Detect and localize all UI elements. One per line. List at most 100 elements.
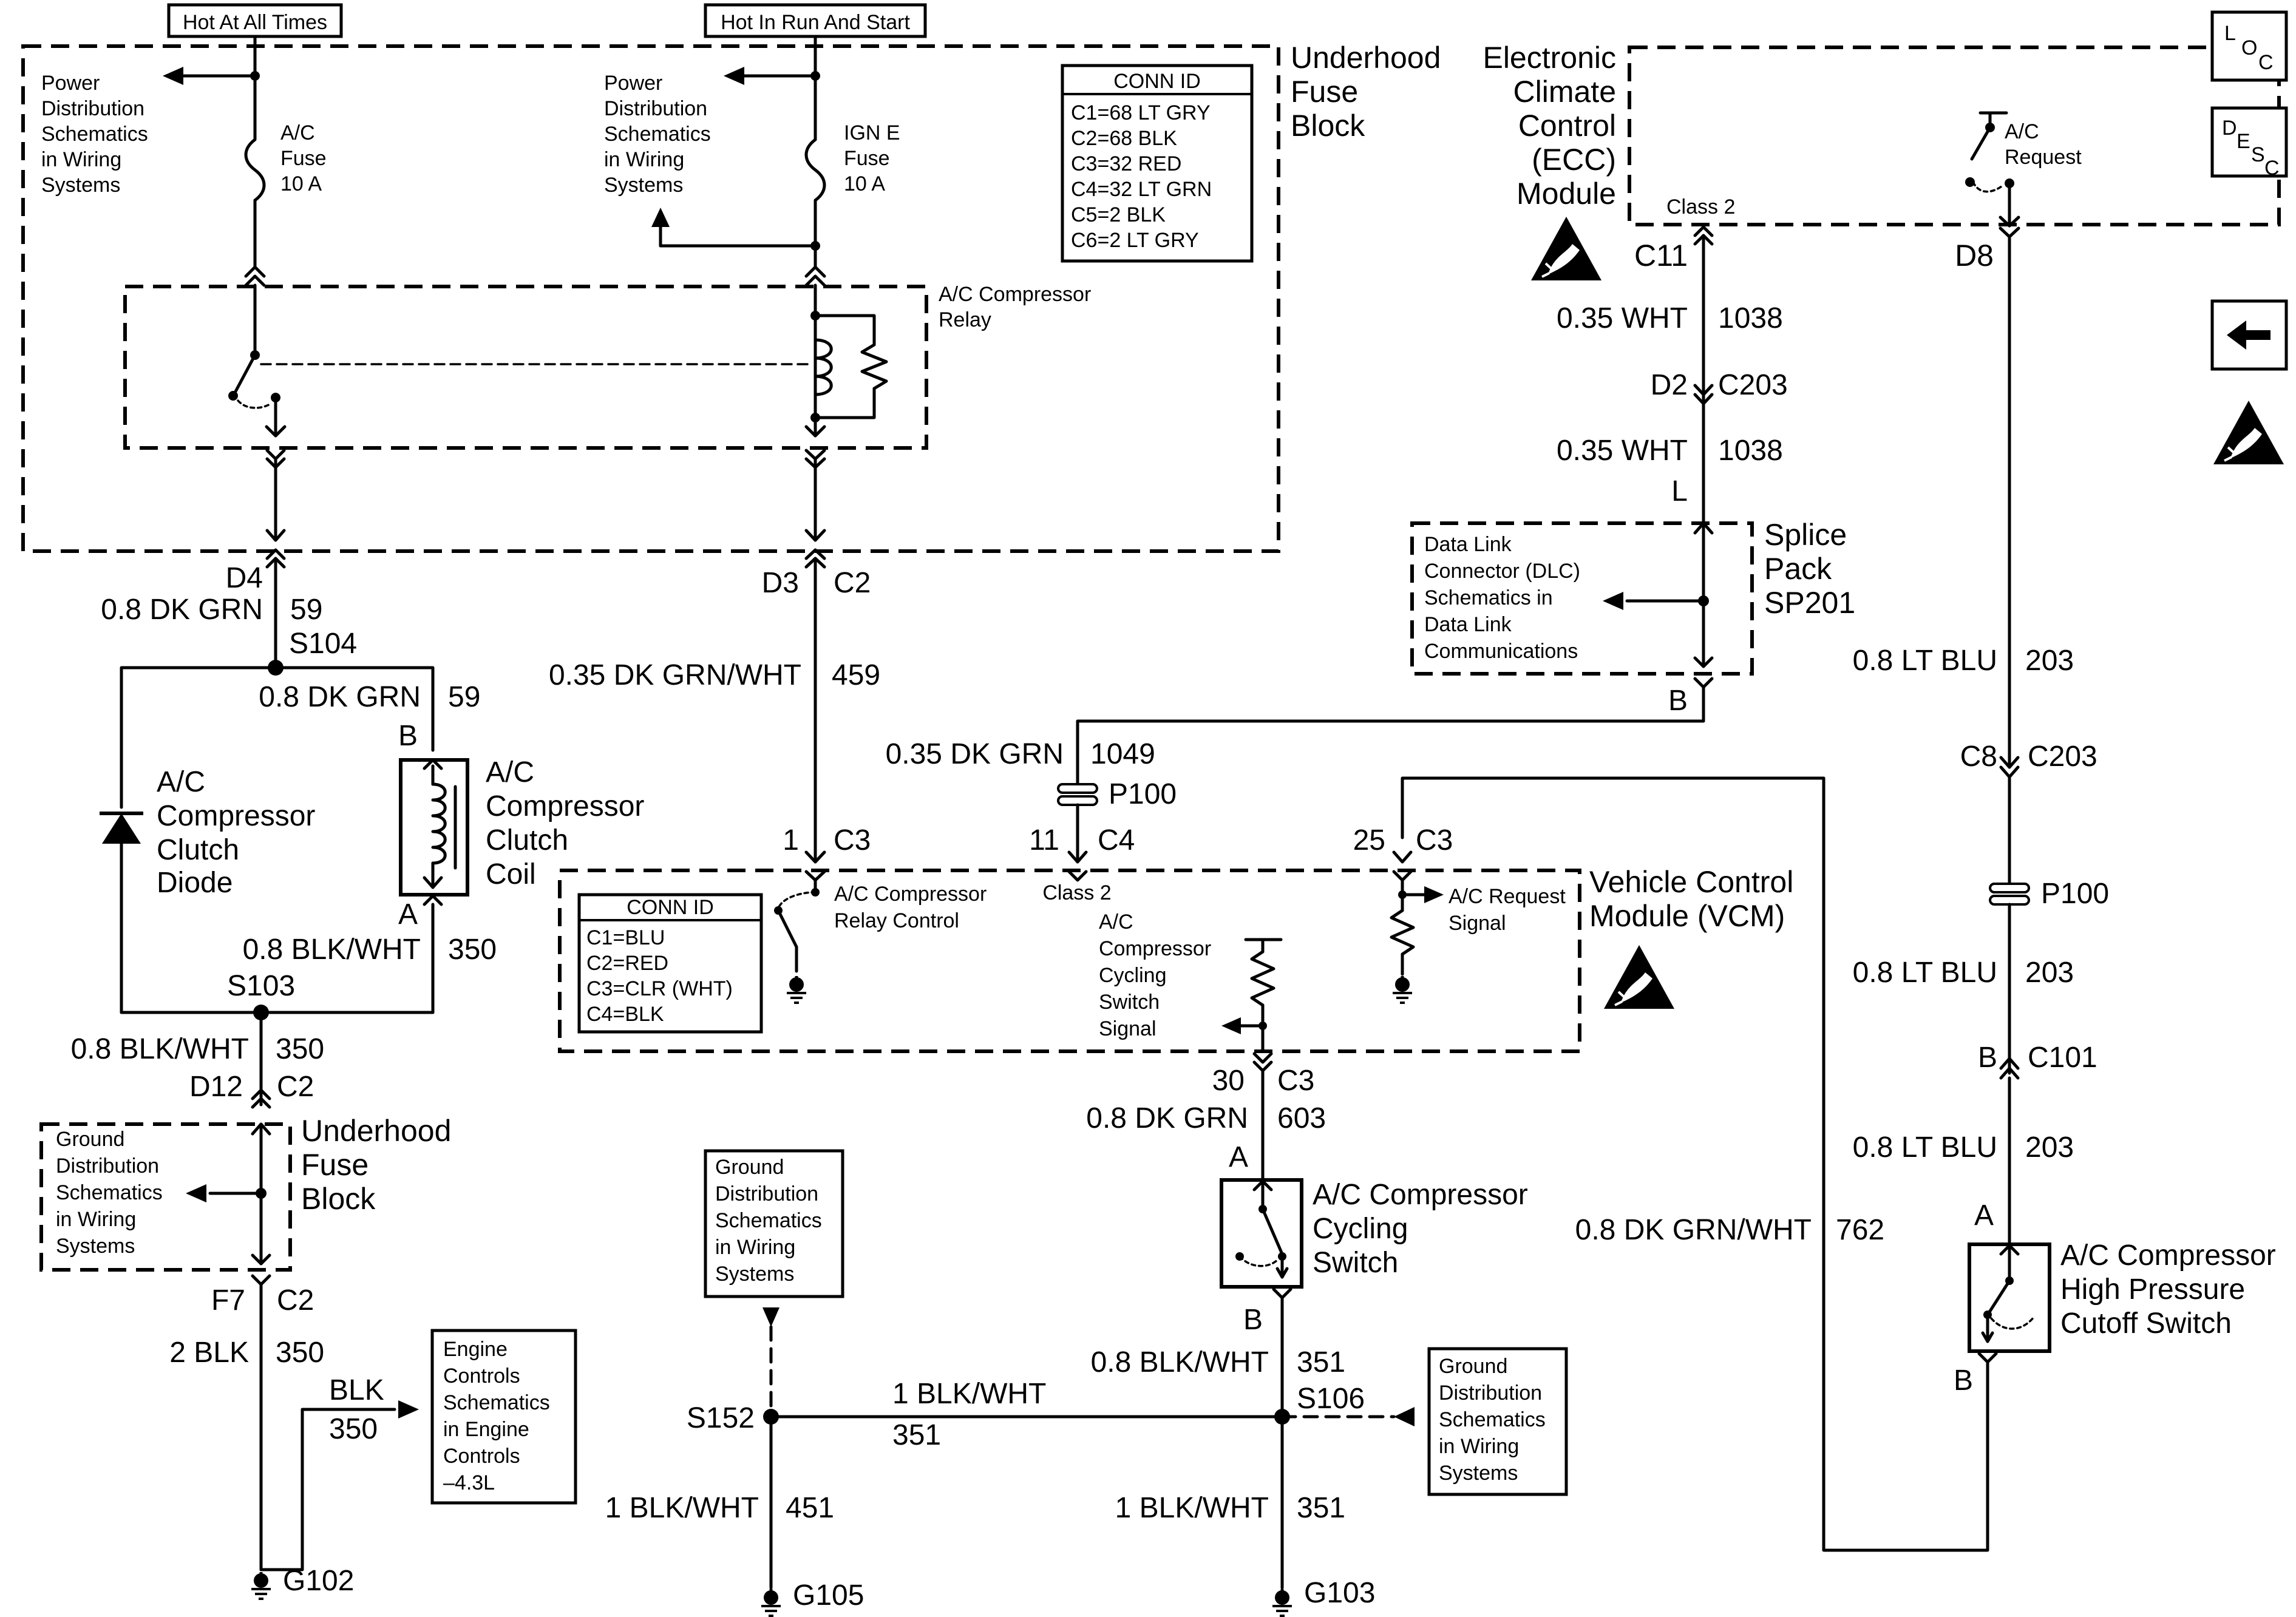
ground-icon bbox=[1272, 1589, 1292, 1616]
clutch-diode-label: A/C Compressor Clutch Diode bbox=[157, 766, 315, 899]
svg-text:Splice: Splice bbox=[1764, 518, 1847, 552]
svg-text:Electronic: Electronic bbox=[1483, 41, 1616, 75]
ground-distribution-note-center: Ground Distribution Schematics in Wiring… bbox=[704, 1149, 844, 1298]
pin-f7: F7 bbox=[211, 1284, 245, 1317]
vcm-class2-label: Class 2 bbox=[1042, 881, 1111, 904]
svg-text:Cutoff Switch: Cutoff Switch bbox=[2060, 1307, 2232, 1340]
ecc-class2-label: Class 2 bbox=[1666, 195, 1735, 219]
wire-603-number: 603 bbox=[1277, 1102, 1326, 1134]
wire-350-number: 350 bbox=[448, 934, 497, 966]
svg-text:A/C Compressor: A/C Compressor bbox=[834, 883, 987, 906]
pin-a-coil: A bbox=[398, 898, 418, 931]
wire-blk-label: BLK bbox=[329, 1374, 384, 1406]
wire-1038-number-2: 1038 bbox=[1718, 435, 1783, 467]
svg-text:in Engine: in Engine bbox=[443, 1418, 529, 1441]
svg-text:Coil: Coil bbox=[486, 858, 536, 890]
svg-text:C3=CLR (WHT): C3=CLR (WHT) bbox=[586, 977, 733, 1000]
pin-1: 1 bbox=[783, 824, 799, 856]
wire-203-number-3: 203 bbox=[2025, 1131, 2074, 1164]
svg-text:Vehicle Control: Vehicle Control bbox=[1589, 865, 1793, 899]
svg-text:A/C Compressor: A/C Compressor bbox=[2060, 1239, 2276, 1272]
splice-pack-title: Splice Pack SP201 bbox=[1764, 518, 1855, 620]
svg-text:A/C Request: A/C Request bbox=[1449, 885, 1566, 908]
svg-text:Compressor: Compressor bbox=[1099, 937, 1211, 960]
svg-text:Compressor: Compressor bbox=[157, 800, 315, 832]
svg-text:A/C: A/C bbox=[280, 121, 315, 144]
g102-label: G102 bbox=[283, 1565, 354, 1597]
svg-text:C4=BLK: C4=BLK bbox=[586, 1003, 664, 1026]
cycling-switch-label: A/C Compressor Cycling Switch bbox=[1313, 1179, 1528, 1279]
back-arrow-icon[interactable] bbox=[2210, 299, 2288, 371]
svg-text:IGN E: IGN E bbox=[844, 121, 900, 144]
ground-icon bbox=[787, 976, 806, 1003]
relay-control-label: A/C Compressor Relay Control bbox=[834, 883, 987, 932]
pin-d2: D2 bbox=[1651, 369, 1688, 401]
splice-s106: S106 bbox=[1297, 1383, 1365, 1415]
wire-451-label: 1 BLK/WHT bbox=[605, 1492, 759, 1524]
clutch-diode-icon bbox=[100, 812, 143, 844]
ac-fuse-label: A/C Fuse 10 A bbox=[280, 121, 327, 195]
pin-b-sp201: B bbox=[1668, 685, 1688, 717]
wire-59-number-2: 59 bbox=[448, 681, 480, 713]
svg-text:Signal: Signal bbox=[1449, 912, 1506, 935]
request-signal-label: A/C Request Signal bbox=[1449, 885, 1566, 935]
wire-350-number-4: 350 bbox=[329, 1413, 378, 1445]
p100-connector-icon bbox=[1057, 783, 1098, 806]
svg-text:A/C Compressor: A/C Compressor bbox=[1313, 1179, 1528, 1211]
svg-text:Clutch: Clutch bbox=[486, 824, 568, 856]
wire-203-label: 0.8 LT BLU bbox=[1853, 645, 1997, 677]
wire-350-label: 0.8 BLK/WHT bbox=[243, 934, 421, 966]
conn-c2-f7: C2 bbox=[277, 1284, 314, 1317]
relay-control-switch-icon bbox=[774, 878, 820, 973]
svg-text:Fuse: Fuse bbox=[301, 1148, 369, 1182]
svg-text:–4.3L: –4.3L bbox=[443, 1471, 495, 1494]
svg-text:Fuse: Fuse bbox=[1291, 75, 1358, 109]
svg-text:Fuse: Fuse bbox=[844, 147, 890, 170]
wire-351-label: 0.8 BLK/WHT bbox=[1091, 1346, 1269, 1378]
ign-fuse-label: IGN E Fuse 10 A bbox=[844, 121, 900, 195]
svg-text:Power: Power bbox=[41, 72, 100, 95]
svg-text:Pack: Pack bbox=[1764, 552, 1832, 586]
svg-text:Systems: Systems bbox=[1439, 1462, 1518, 1485]
svg-text:Ground: Ground bbox=[1439, 1355, 1507, 1378]
svg-text:Ground: Ground bbox=[56, 1128, 124, 1151]
svg-text:Data Link: Data Link bbox=[1424, 613, 1512, 636]
cycling-switch-icon bbox=[1220, 1178, 1303, 1289]
svg-text:C1=68 LT GRY: C1=68 LT GRY bbox=[1071, 101, 1211, 124]
svg-text:Module (VCM): Module (VCM) bbox=[1589, 899, 1785, 933]
svg-text:Diode: Diode bbox=[157, 867, 233, 899]
svg-text:C5=2 BLK: C5=2 BLK bbox=[1071, 203, 1166, 226]
svg-text:C2=RED: C2=RED bbox=[586, 952, 668, 975]
wire-351-number-3: 351 bbox=[1297, 1492, 1345, 1524]
pin-c11: C11 bbox=[1634, 239, 1688, 273]
desc-icon[interactable]: D E S C bbox=[2210, 106, 2288, 180]
wire-351-number: 351 bbox=[1297, 1346, 1345, 1378]
svg-text:C6=2 LT GRY: C6=2 LT GRY bbox=[1071, 229, 1199, 252]
svg-text:CONN ID: CONN ID bbox=[627, 896, 714, 919]
svg-text:Power: Power bbox=[604, 72, 662, 95]
svg-text:Hot At All Times: Hot At All Times bbox=[183, 11, 327, 34]
conn-c4: C4 bbox=[1098, 824, 1135, 856]
loc-icon[interactable]: L O C bbox=[2210, 10, 2288, 82]
esd-icon bbox=[2212, 399, 2285, 466]
wire-350-label-2: 0.8 BLK/WHT bbox=[71, 1033, 249, 1065]
wire-350-number-2: 350 bbox=[276, 1033, 324, 1065]
wire-1blk-label: 1 BLK/WHT bbox=[892, 1378, 1046, 1410]
ground-distribution-note-left: Ground Distribution Schematics in Wiring… bbox=[56, 1128, 163, 1258]
svg-text:Hot In Run And Start: Hot In Run And Start bbox=[721, 11, 910, 34]
svg-text:in Wiring: in Wiring bbox=[1439, 1435, 1519, 1458]
svg-text:Systems: Systems bbox=[41, 174, 120, 197]
clutch-coil-icon bbox=[399, 758, 469, 897]
svg-text:A/C: A/C bbox=[486, 756, 534, 788]
svg-text:Schematics: Schematics bbox=[41, 123, 148, 146]
svg-text:Relay: Relay bbox=[939, 308, 991, 331]
svg-text:Cycling: Cycling bbox=[1099, 964, 1166, 987]
wire-59-label: 0.8 DK GRN bbox=[101, 594, 263, 626]
svg-text:Distribution: Distribution bbox=[1439, 1381, 1542, 1405]
vcm-title: Vehicle Control Module (VCM) bbox=[1589, 865, 1793, 933]
wire-762-label: 0.8 DK GRN/WHT bbox=[1575, 1214, 1812, 1246]
svg-text:S: S bbox=[2251, 143, 2265, 166]
svg-text:C2=68 BLK: C2=68 BLK bbox=[1071, 127, 1177, 150]
svg-text:Schematics: Schematics bbox=[443, 1391, 550, 1414]
conn-c203-right: C203 bbox=[2028, 741, 2097, 773]
